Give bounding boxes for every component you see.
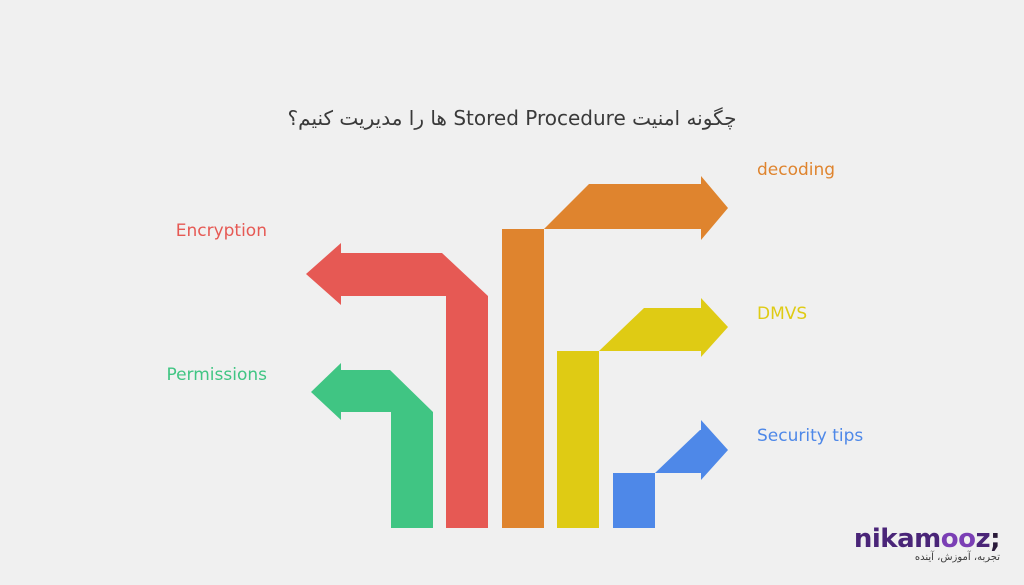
brand-logo: nikamooz; تجربه، آموزش، آینده [853, 524, 1001, 563]
branch-label-permissions: Permissions [166, 365, 267, 385]
permissions-arrow [311, 363, 433, 528]
page-title: چگونه امنیت Stored Procedure ها را مدیری… [287, 106, 737, 130]
branch-label-decoding: decoding [757, 160, 836, 180]
branch-label-security-tips: Security tips [757, 426, 864, 446]
security-tips-arrow [613, 420, 728, 528]
brand-tagline: تجربه، آموزش، آینده [914, 552, 1000, 563]
dmvs-arrow [557, 298, 728, 528]
brand-name: nikamooz; [853, 524, 1001, 554]
branch-label-dmvs: DMVS [757, 304, 808, 324]
decoding-arrow [502, 176, 728, 528]
encryption-arrow [306, 243, 488, 528]
branch-label-encryption: Encryption [175, 221, 267, 241]
